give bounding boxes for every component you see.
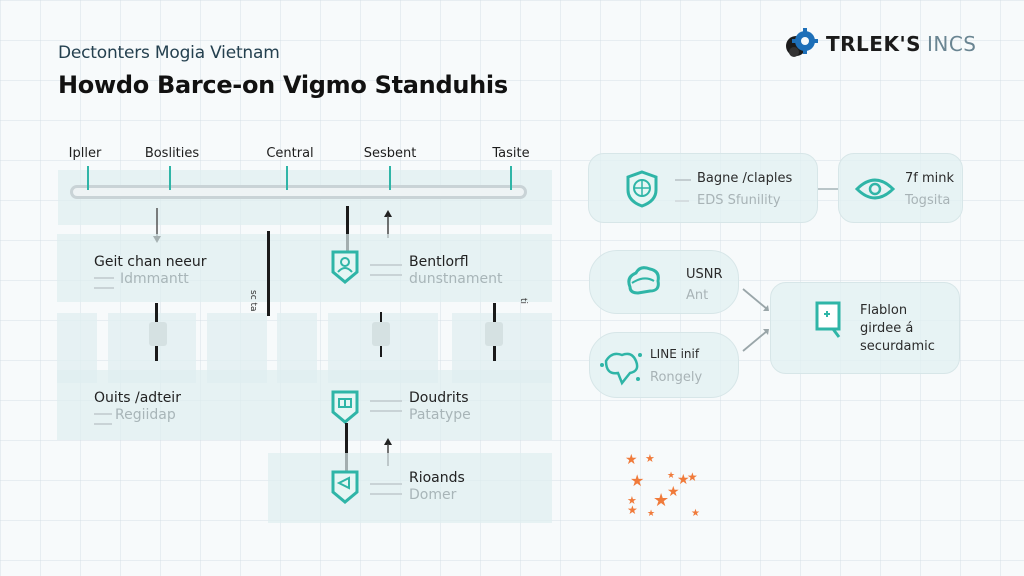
- card-user-sub: Ant: [686, 288, 709, 303]
- row1-left-sub: Idmmantt: [120, 271, 189, 287]
- card-monitor-title: 7f mink: [905, 171, 955, 186]
- row1-node-label: Bentlorfl: [409, 254, 469, 270]
- globe-shield-icon: [625, 170, 659, 212]
- row2-left-label: Ouits /adteir: [94, 390, 181, 406]
- stage-label-central: Central: [266, 146, 314, 161]
- svg-text:★: ★: [691, 508, 700, 518]
- card-line-sub: Rongely: [650, 370, 703, 385]
- row3-node-sub: Domer: [409, 487, 457, 503]
- row1-node-dash: [370, 264, 402, 276]
- card-result-line1: Flablon: [860, 303, 908, 318]
- tool-shield-icon: [331, 390, 359, 424]
- diagram-title: Howdo Barce-on Vigmo Standuhis: [58, 71, 508, 99]
- pipeline-bar: [70, 185, 527, 199]
- row2-left-dash: [94, 413, 112, 425]
- card-security-sub: EDS Sfunility: [697, 193, 781, 208]
- segment-annotation: ti: [518, 298, 528, 305]
- card-result-line2: girdee á: [860, 321, 914, 336]
- svg-text:★: ★: [625, 452, 638, 468]
- brand-logo: TRLEK'S INCS: [782, 26, 977, 62]
- arrow-to-result-icon: [741, 285, 773, 359]
- row3-node-dash: [370, 483, 402, 495]
- stage-label-sesbent: Sesbent: [363, 146, 417, 161]
- svg-text:★: ★: [667, 471, 675, 481]
- stage-marker-ipller: [87, 166, 89, 190]
- row1-left-dash: [94, 277, 114, 289]
- card-security[interactable]: Bagne /claples EDS Sfunility: [588, 153, 818, 223]
- card-monitor-sub: Togsita: [905, 193, 951, 208]
- eye-icon: [854, 176, 896, 206]
- card-line[interactable]: LINE inif Rongely: [589, 332, 739, 398]
- svg-text:★: ★: [647, 509, 655, 518]
- row2-band: [57, 370, 552, 440]
- row1-divider-line: [267, 231, 270, 316]
- drag-handle[interactable]: [149, 322, 167, 346]
- key-shield-icon: [331, 470, 359, 504]
- card-dash: [675, 179, 691, 181]
- card-result-line3: securdamic: [860, 339, 935, 354]
- row3-band: [268, 453, 552, 523]
- connector-line: [346, 206, 349, 258]
- card-monitor[interactable]: 7f mink Togsita: [838, 153, 963, 223]
- svg-text:★: ★: [667, 484, 680, 500]
- svg-text:★: ★: [627, 494, 637, 507]
- cloud-icon: [624, 263, 664, 303]
- brand-suffix: INCS: [926, 32, 977, 56]
- card-user-title: USNR: [686, 267, 723, 282]
- svg-text:★: ★: [677, 472, 690, 488]
- diagram-subtitle: Dectonters Mogia Vietnam: [58, 43, 280, 63]
- card-security-title: Bagne /claples: [697, 171, 793, 186]
- row2-node-dash: [370, 400, 402, 412]
- star-cluster-icon: ★ ★ ★ ★ ★ ★ ★ ★ ★ ★ ★ ★: [625, 448, 705, 519]
- card-dash: [675, 200, 689, 202]
- stage-marker-tasite: [510, 166, 512, 190]
- card-line-title: LINE inif: [650, 347, 700, 361]
- svg-text:★: ★: [645, 452, 655, 465]
- row1-band: [57, 234, 552, 302]
- row2-node-sub: Patatype: [409, 407, 471, 423]
- brand-name: TRLEK'S: [826, 32, 921, 56]
- stage-marker-central: [286, 166, 288, 190]
- row2-to-row3-line: [345, 423, 348, 471]
- chat-plus-icon: [815, 301, 843, 343]
- row1-annotation: sc ta: [248, 290, 258, 312]
- svg-text:★: ★: [653, 490, 669, 511]
- gear-cluster-icon: [786, 28, 818, 57]
- network-icon: [598, 347, 644, 391]
- row3-node-label: Rioands: [409, 470, 465, 486]
- drag-handle[interactable]: [372, 322, 390, 346]
- svg-text:★: ★: [627, 503, 638, 517]
- drag-handle[interactable]: [485, 322, 503, 346]
- svg-text:★: ★: [687, 470, 698, 484]
- row1-left-label: Geit chan neeur: [94, 254, 207, 270]
- card-result[interactable]: Flablon girdee á securdamic: [770, 282, 960, 374]
- stage-label-tasite: Tasite: [492, 146, 530, 161]
- row2-left-sub: Regiidap: [115, 407, 176, 423]
- stage-marker-boslities: [169, 166, 171, 190]
- stage-label-ipller: Ipller: [68, 146, 102, 161]
- stage-marker-sesbent: [389, 166, 391, 190]
- card-user[interactable]: USNR Ant: [589, 250, 739, 314]
- connector-line: [818, 188, 838, 190]
- row2-node-label: Doudrits: [409, 390, 469, 406]
- row1-node-sub: dunstnament: [409, 271, 503, 287]
- user-shield-icon: [331, 250, 359, 284]
- svg-text:★: ★: [630, 471, 644, 490]
- stage-label-boslities: Boslities: [144, 146, 200, 161]
